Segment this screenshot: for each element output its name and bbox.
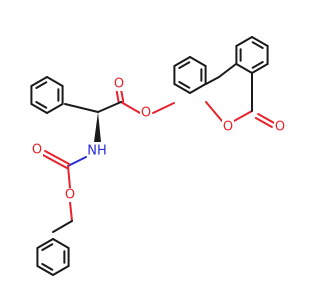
- ring-phenyl-bottom-double-bond: [41, 243, 54, 252]
- molecule-structure-diagram: O O O O NH O O: [30, 36, 286, 276]
- ester-carbonyl-bond: [120, 89, 125, 103]
- ring-middle-left-double-bond: [178, 61, 191, 70]
- carbamate-o-bond: [67, 165, 71, 189]
- ring-top-right-double-bond: [251, 41, 264, 50]
- ring-phenyl-bottom-bond: [36, 265, 54, 276]
- ring-top-right-bond: [251, 63, 269, 74]
- ring-phenyl-bottom-bond: [52, 238, 70, 249]
- carbamate-carbonyl-bond: [44, 149, 71, 165]
- atom-label-o-carbamate-link: O: [65, 188, 75, 203]
- lactone-carbonyl-bond: [257, 112, 276, 124]
- ring-phenyl-bottom-bond: [36, 238, 54, 249]
- atom-label-o-ester-link: O: [141, 106, 151, 121]
- ring-top-right-bond: [251, 36, 269, 47]
- atom-label-nh-amide: NH: [87, 144, 107, 159]
- lactone-bond: [218, 63, 237, 78]
- ring-phenyl-bottom-double-bond: [41, 262, 54, 271]
- benzyl-ch2-bond: [52, 220, 73, 233]
- atom-label-o-lactone-carbonyl: O: [275, 120, 285, 135]
- phenyl-alpha-bond: [64, 103, 99, 113]
- ring-phenyl-top-double-bond: [35, 81, 48, 90]
- atom-label-o-lactone-ring: O: [223, 120, 233, 135]
- ring-phenyl-bottom-bond: [52, 265, 70, 276]
- ring-phenyl-top-bond: [30, 76, 48, 87]
- atom-o-carbamate-link: O: [64, 188, 76, 203]
- ring-top-right-bond: [235, 63, 253, 74]
- atom-label-layer: O O O O NH O O: [31, 77, 286, 203]
- ester-carbonyl-bond: [115, 90, 120, 104]
- ring-phenyl-top-bond: [30, 103, 48, 114]
- ring-top-right-double-bond: [251, 60, 264, 69]
- stereo-wedge-bond: [94, 112, 101, 142]
- lactone-carbonyl-bond: [254, 117, 273, 129]
- atom-o-ester-carbonyl: O: [113, 77, 125, 92]
- ring-phenyl-top-bond: [46, 76, 64, 87]
- ring-middle-left-bond: [189, 56, 207, 67]
- alpha-carbon-bond: [97, 101, 122, 113]
- ring-middle-left-bond: [189, 83, 207, 94]
- carbamate-o-ch2-bond: [69, 201, 73, 222]
- ring-middle-left-bond: [173, 56, 191, 67]
- carbamate-carbonyl-bond: [41, 154, 68, 170]
- ester-o-bond: [120, 101, 141, 114]
- lactone-o-bond: [233, 110, 253, 122]
- atom-label-o-carbamate-carbonyl: O: [32, 143, 42, 158]
- lactone-o-bond: [205, 101, 223, 122]
- atom-nh-amide: NH: [87, 144, 107, 159]
- ring-top-right-bond: [235, 36, 253, 47]
- ester-link-bond: [152, 102, 175, 114]
- lactone-bond: [205, 76, 220, 85]
- amide-bond: [67, 156, 87, 167]
- atom-o-ester-link: O: [140, 106, 152, 121]
- ring-phenyl-top-bond: [46, 103, 64, 114]
- atom-o-lactone-ring: O: [222, 120, 234, 135]
- atom-label-o-ester-carbonyl: O: [114, 77, 124, 92]
- ring-middle-left-double-bond: [178, 80, 191, 89]
- ring-phenyl-top-double-bond: [35, 100, 48, 109]
- ring-middle-left-bond: [173, 83, 191, 94]
- atom-o-lactone-carbonyl: O: [274, 120, 286, 135]
- bond-layer: [30, 36, 276, 276]
- atom-o-carbamate-carbonyl: O: [31, 143, 43, 158]
